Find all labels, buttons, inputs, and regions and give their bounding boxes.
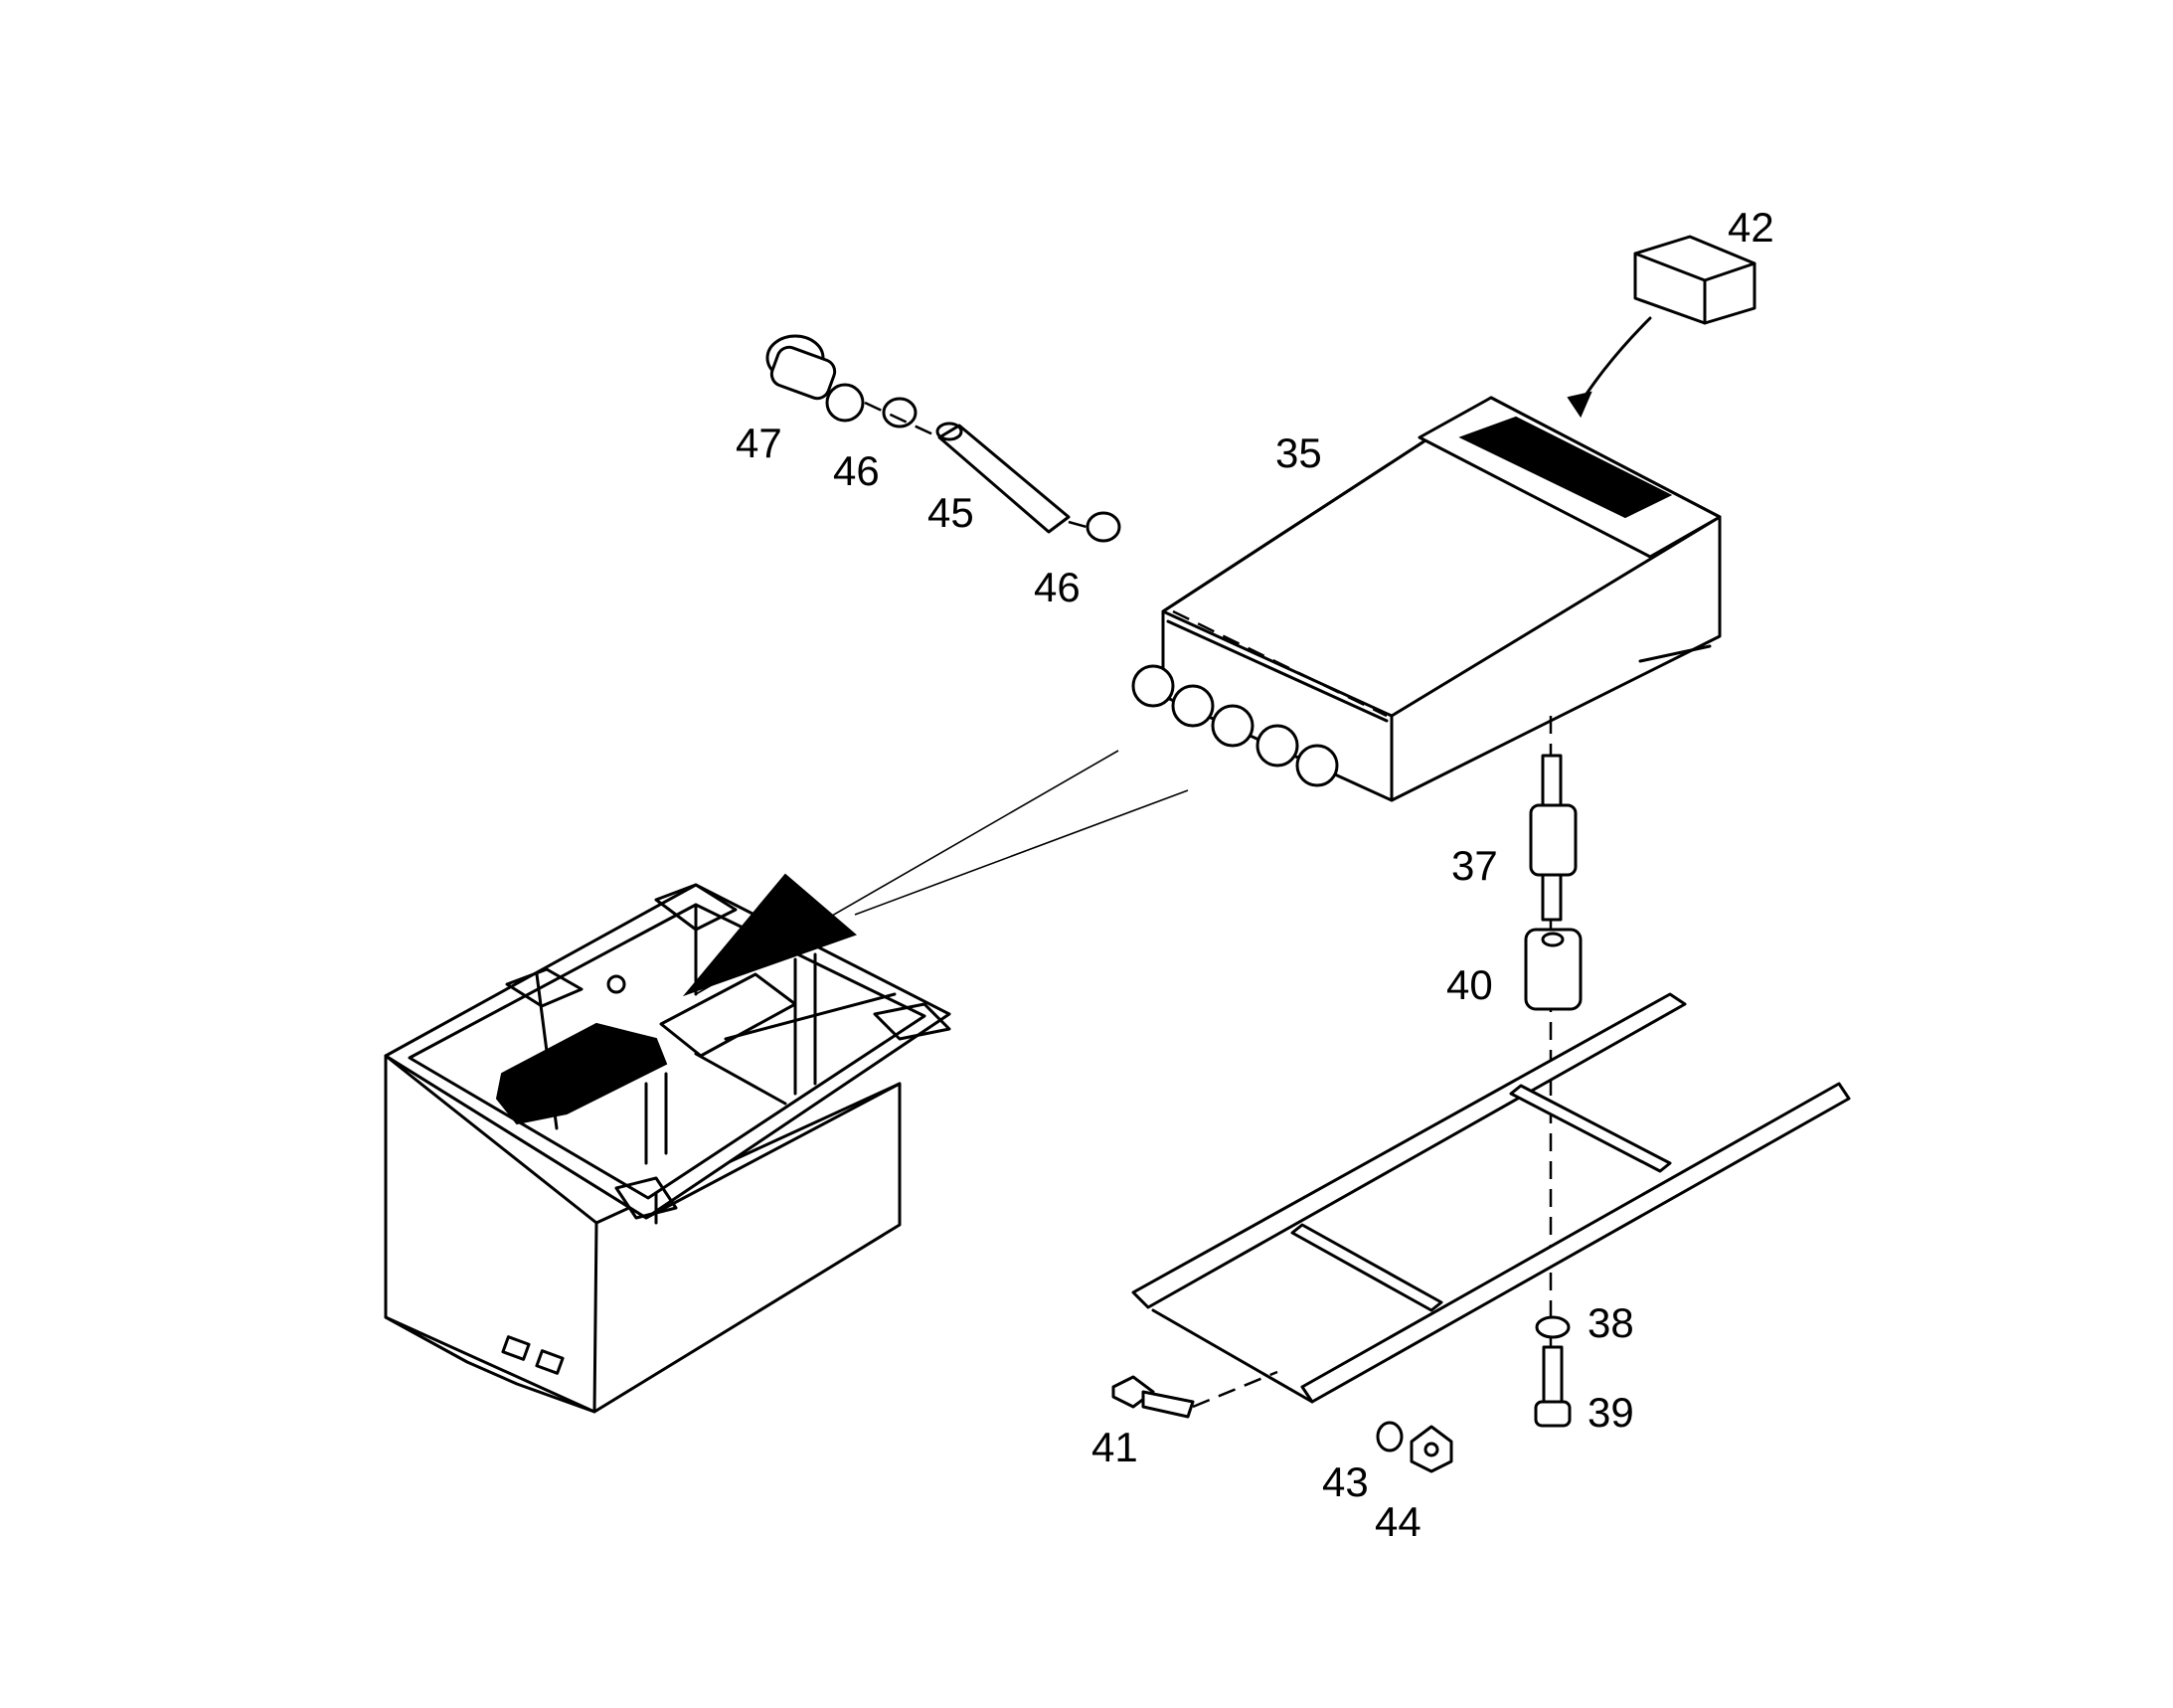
- label-47: 47: [736, 420, 782, 466]
- label-43: 43: [1322, 1458, 1369, 1505]
- control-unit: [1131, 396, 1722, 802]
- label-40: 40: [1446, 961, 1493, 1008]
- filter-sponge: [1567, 235, 1756, 419]
- label-41: 41: [1091, 1424, 1138, 1470]
- label-39: 39: [1588, 1389, 1634, 1436]
- connector-ports: [1131, 664, 1339, 787]
- base-housing: [384, 883, 951, 1414]
- mounting-rails: [1131, 992, 1851, 1404]
- label-42: 42: [1728, 204, 1774, 251]
- label-38: 38: [1588, 1299, 1634, 1346]
- hose-assembly: [765, 334, 1121, 543]
- label-45: 45: [927, 489, 974, 536]
- part-labels: 35 37 38 39 40 41 42 43 44 45 46 46 47: [736, 204, 1774, 1545]
- label-44: 44: [1375, 1498, 1421, 1545]
- label-37: 37: [1451, 842, 1498, 889]
- callout-pointer: [682, 750, 1189, 997]
- vibration-mounts: [1524, 716, 1583, 1382]
- label-35: 35: [1275, 429, 1322, 476]
- label-46-bottom: 46: [1034, 564, 1081, 610]
- fasteners: [1111, 1315, 1572, 1473]
- label-46-top: 46: [833, 447, 880, 494]
